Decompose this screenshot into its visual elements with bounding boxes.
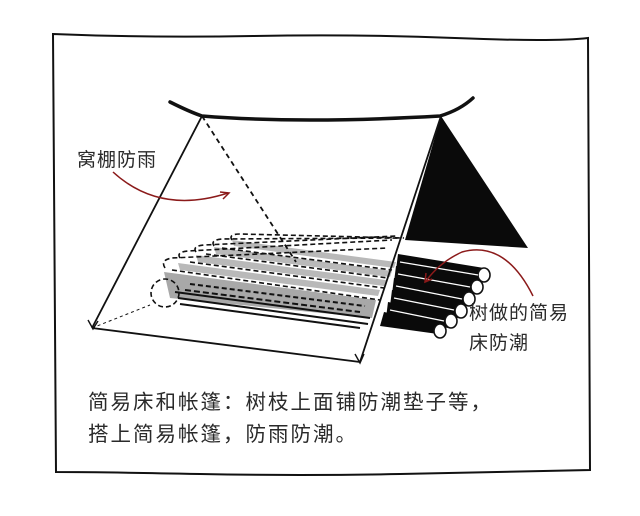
wooden-bed-label-line2: 床防潮 xyxy=(469,332,530,354)
wooden-bed-label: 树做的简易 床防潮 xyxy=(469,298,589,358)
tent-front-outline xyxy=(87,115,442,365)
ridge-rope xyxy=(168,96,475,122)
caption: 简易床和帐篷：树枝上面铺防潮垫子等， 搭上简易帐篷，防雨防潮。 xyxy=(88,386,588,450)
caption-line1: 简易床和帐篷：树枝上面铺防潮垫子等， xyxy=(88,390,493,414)
bed-logs-dark xyxy=(380,254,491,339)
bed-arrow xyxy=(425,249,534,297)
frame-border xyxy=(51,32,592,476)
bed-hatching xyxy=(174,283,371,329)
caption-line2: 搭上简易帐篷，防雨防潮。 xyxy=(88,422,358,446)
shelter-rain-label: 窝棚防雨 xyxy=(77,149,158,171)
shelter-arrow xyxy=(112,171,229,202)
wooden-bed-label-line1: 树做的简易 xyxy=(469,302,570,324)
bed-logs-dashed xyxy=(150,233,405,308)
tent-side-flap xyxy=(405,116,528,248)
annotation-arrows xyxy=(112,171,534,297)
